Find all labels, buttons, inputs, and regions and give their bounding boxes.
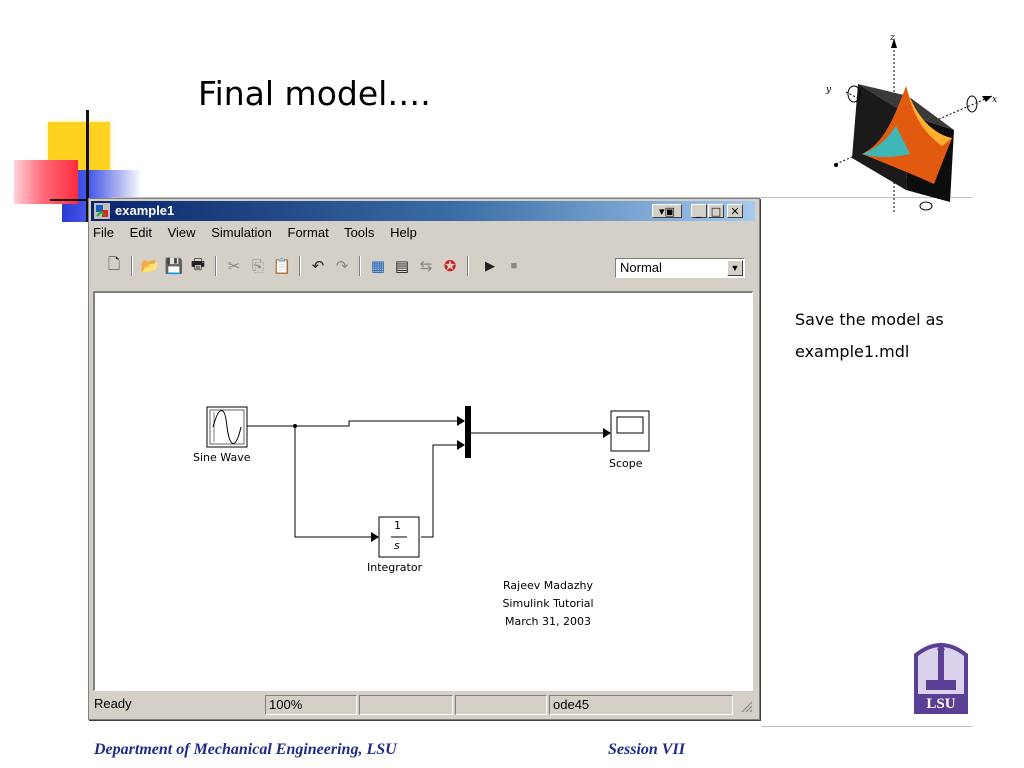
build-icon[interactable]: ✪ <box>443 258 457 275</box>
model-explorer-icon[interactable]: ▤ <box>394 258 410 275</box>
simulink-window: example1 ▾▣ _ □ ✕ File Edit View Simulat… <box>88 198 760 720</box>
annotation-line: Simulink Tutorial <box>502 597 594 610</box>
lsu-logo-text: LSU <box>926 696 956 712</box>
window-titlebar[interactable]: example1 ▾▣ _ □ ✕ <box>91 201 755 221</box>
menu-view[interactable]: View <box>167 225 196 240</box>
toolbar: 🗋 📂 💾 🖶 ✂ ⎘ 📋 ↶ ↷ ▦ ▤ ⇆ ✪ ▶ ■ Normal ▼ <box>93 251 753 283</box>
integrator-numerator: 1 <box>394 519 401 532</box>
library-browser-icon[interactable]: ▦ <box>370 258 386 275</box>
stop-icon[interactable]: ■ <box>510 260 518 272</box>
mux-block[interactable] <box>465 406 471 458</box>
svg-text:x: x <box>992 95 997 105</box>
save-icon[interactable]: 💾 <box>164 258 184 275</box>
lsu-tower-icon <box>914 642 968 714</box>
save-note: Save the model as example1.mdl <box>795 304 944 368</box>
resize-grip-icon[interactable] <box>739 699 753 713</box>
status-state: Ready <box>94 696 132 711</box>
scope-label: Scope <box>609 457 643 470</box>
annotation-line: March 31, 2003 <box>504 615 591 628</box>
footer-rule <box>762 726 972 727</box>
arrowhead-icon <box>457 416 465 426</box>
menu-help[interactable]: Help <box>390 225 417 240</box>
model-canvas[interactable]: Sine Wave 1 s Integrator Scope Rajeev Ma… <box>93 291 753 691</box>
simulation-mode-value: Normal <box>620 260 662 275</box>
toolbar-separator <box>359 256 361 276</box>
save-note-line1: Save the model as <box>795 310 944 329</box>
maximize-button[interactable]: □ <box>708 204 724 218</box>
new-icon[interactable]: 🗋 <box>107 255 121 273</box>
footer-department: Department of Mechanical Engineering, LS… <box>94 741 397 758</box>
debug-icon[interactable]: ⇆ <box>419 258 433 275</box>
close-button[interactable]: ✕ <box>727 204 743 218</box>
copy-icon[interactable]: ⎘ <box>251 257 264 275</box>
arrowhead-icon <box>457 440 465 450</box>
menu-simulation[interactable]: Simulation <box>211 225 272 240</box>
save-note-line2: example1.mdl <box>795 342 910 361</box>
title-rule <box>112 197 972 198</box>
status-field-4 <box>455 695 547 715</box>
status-solver: ode45 <box>549 695 733 715</box>
scope-block[interactable] <box>610 410 650 452</box>
menu-format[interactable]: Format <box>287 225 329 240</box>
arrowhead-icon <box>371 532 379 542</box>
arrowhead-icon <box>603 428 611 438</box>
toolbar-separator <box>215 256 217 276</box>
chevron-down-icon[interactable]: ▼ <box>727 260 743 276</box>
integrator-label: Integrator <box>367 561 423 574</box>
signal-line[interactable] <box>294 426 371 538</box>
undo-icon[interactable]: ↶ <box>311 258 325 275</box>
status-zoom: 100% <box>265 695 357 715</box>
deco-red-square <box>14 160 78 204</box>
status-bar: Ready 100% ode45 <box>91 695 755 717</box>
window-menu-button[interactable]: ▾▣ <box>652 204 682 218</box>
status-field-3 <box>359 695 453 715</box>
menu-tools[interactable]: Tools <box>344 225 375 240</box>
model-annotation[interactable]: Rajeev Madazhy Simulink Tutorial March 3… <box>483 577 613 631</box>
svg-text:z: z <box>889 34 895 43</box>
minimize-button[interactable]: _ <box>691 204 707 218</box>
deco-horizontal-line <box>50 199 120 201</box>
svg-text:y: y <box>825 85 832 95</box>
menubar: File Edit View Simulation Format Tools H… <box>93 225 429 245</box>
lsu-logo: LSU <box>912 636 970 716</box>
slide-title: Final model…. <box>198 74 431 113</box>
integrator-denominator: s <box>394 539 400 552</box>
model-diagram <box>206 406 650 558</box>
menu-edit[interactable]: Edit <box>129 225 152 240</box>
toolbar-separator <box>299 256 301 276</box>
annotation-line: Rajeev Madazhy <box>503 579 593 592</box>
simulation-mode-select[interactable]: Normal ▼ <box>615 258 745 278</box>
signal-line[interactable] <box>295 420 457 427</box>
sine-wave-block[interactable] <box>206 406 248 448</box>
cut-icon[interactable]: ✂ <box>227 258 241 275</box>
sine-wave-label: Sine Wave <box>193 451 251 464</box>
redo-icon[interactable]: ↷ <box>335 258 349 275</box>
menu-file[interactable]: File <box>93 225 114 240</box>
matlab-logo-icon: z y x <box>825 34 997 212</box>
toolbar-separator <box>467 256 469 276</box>
signal-line[interactable] <box>421 444 457 538</box>
paste-icon[interactable]: 📋 <box>272 258 292 275</box>
window-title: example1 <box>115 203 175 218</box>
toolbar-separator <box>131 256 133 276</box>
open-icon[interactable]: 📂 <box>140 258 160 275</box>
simulink-app-icon[interactable] <box>94 203 110 219</box>
start-icon[interactable]: ▶ <box>485 258 495 273</box>
footer-session: Session VII <box>608 741 685 758</box>
print-icon[interactable]: 🖶 <box>190 255 206 273</box>
deco-vertical-line <box>86 110 89 222</box>
